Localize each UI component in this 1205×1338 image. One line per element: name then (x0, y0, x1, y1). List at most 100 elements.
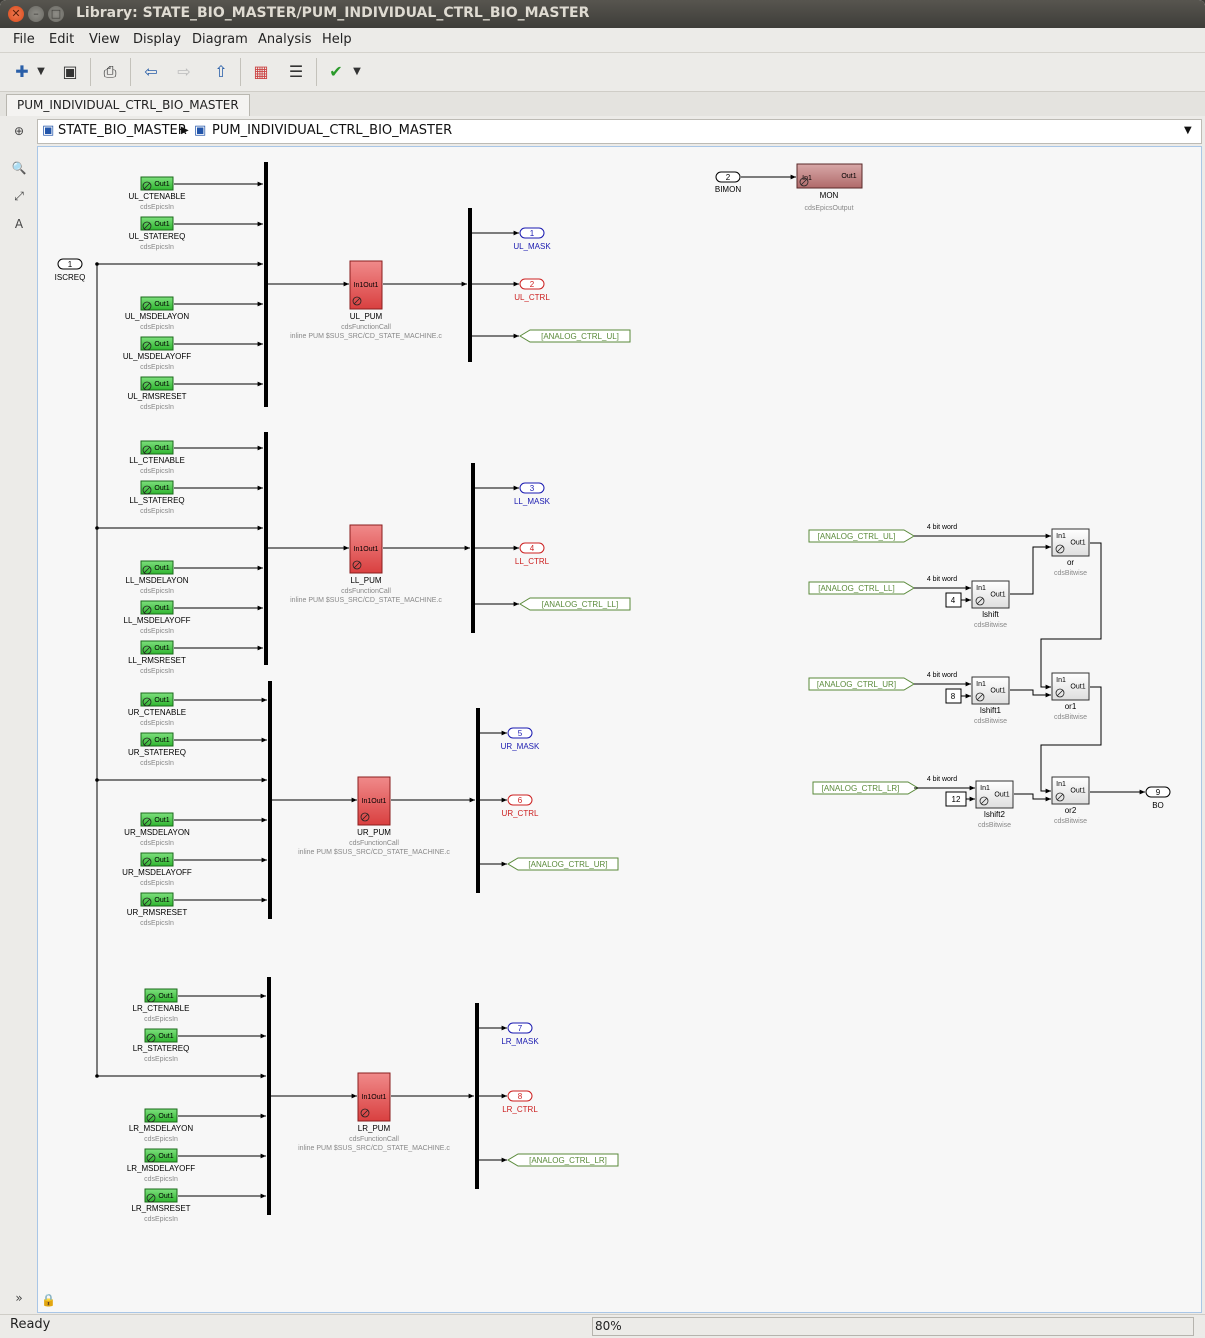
block-lib-label: cdsBitwise (974, 718, 1007, 725)
expand-icon[interactable]: » (15, 1291, 23, 1305)
epics-in-block (140, 812, 174, 827)
tab-model[interactable]: PUM_INDIVIDUAL_CTRL_BIO_MASTER (6, 94, 250, 116)
branch-point (95, 1074, 99, 1078)
up-arrow-icon[interactable]: ⇧ (214, 62, 228, 81)
from-tag-label: [ANALOG_CTRL_LL] (818, 584, 894, 593)
ctrl-output-label: UR_CTRL (502, 809, 539, 818)
block-desc-label: inline PUM $SUS_SRC/CD_STATE_MACHINE.c (290, 597, 442, 604)
epics-in-name: LL_CTENABLE (129, 456, 185, 465)
link-icon (142, 485, 152, 495)
epics-in-block (140, 560, 174, 575)
block-port-label: Out1 (1070, 540, 1085, 547)
pum-function-block (357, 776, 391, 826)
from-tag (808, 677, 915, 691)
block-port-label: In1 (976, 585, 986, 592)
library-browser-icon[interactable]: ▦ (253, 62, 269, 81)
mask-output-label: LL_MASK (514, 497, 551, 506)
bitwise-block (1051, 672, 1090, 701)
new-model-icon[interactable]: ✚ (15, 62, 29, 81)
block-lib-label: cdsEpicsIn (140, 324, 174, 331)
link-icon (142, 381, 152, 391)
toolbar: ✚ ▼ ▣ ⎙ ⇦ ⇨ ⇧ ▦ ☰ ✔ ▼ (0, 53, 1205, 92)
menu-help[interactable]: Help (322, 32, 352, 47)
chevron-down-icon[interactable]: ▼ (353, 66, 361, 77)
breadcrumb-parent[interactable]: STATE_BIO_MASTER (58, 123, 187, 138)
zoom-level: 80% (592, 1317, 1194, 1336)
block-lib-label: cdsEpicsIn (140, 508, 174, 515)
link-icon (143, 858, 151, 866)
menu-analysis[interactable]: Analysis (258, 32, 312, 47)
block-port-label: In1Out1 (354, 282, 379, 289)
minimize-icon[interactable]: – (28, 6, 44, 22)
block-port-label: Out1 (841, 173, 856, 180)
fit-to-view-icon[interactable]: ⤢ (14, 189, 24, 203)
port-number: 1 (68, 260, 73, 269)
block-name: lshift2 (984, 810, 1005, 819)
link-icon (1055, 544, 1065, 554)
model-icon: ▣ (42, 123, 55, 138)
close-icon[interactable]: ✕ (8, 6, 24, 22)
link-icon (1055, 792, 1065, 802)
link-icon (361, 813, 369, 821)
zoom-icon[interactable]: 🔍 (11, 161, 27, 175)
print-icon[interactable]: ⎙ (103, 62, 117, 81)
ctrl-output-port (519, 542, 545, 554)
mux-bar (267, 977, 271, 1215)
block-port-label: Out1 (158, 1113, 173, 1120)
block-name: or1 (1065, 702, 1077, 711)
epics-in-block (140, 176, 174, 191)
link-icon (142, 605, 152, 615)
block-port-label: Out1 (154, 445, 169, 452)
epics-in-name: UR_MSDELAYOFF (122, 868, 192, 877)
forward-arrow-icon[interactable]: ⇨ (177, 62, 191, 81)
block-port-label: Out1 (990, 592, 1005, 599)
chevron-down-icon[interactable]: ▼ (37, 66, 45, 77)
model-explorer-icon[interactable]: ☰ (288, 62, 304, 81)
block-port-label: In1 (1056, 781, 1066, 788)
link-icon (1056, 689, 1064, 697)
address-bar[interactable]: ▣ STATE_BIO_MASTER ▶ ▣ PUM_INDIVIDUAL_CT… (37, 119, 1202, 144)
block-lib-label: cdsFunctionCall (341, 324, 391, 331)
menu-view[interactable]: View (89, 32, 120, 47)
back-arrow-icon[interactable]: ⇦ (144, 62, 158, 81)
left-tool-palette: ⊕ 🔍 ⤢ A » (0, 118, 36, 1313)
branch-point (95, 526, 99, 530)
lock-icon[interactable]: 🔒 (41, 1293, 56, 1307)
save-icon[interactable]: ▣ (62, 62, 78, 81)
port-number: 1 (530, 229, 535, 238)
goto-tag (507, 1153, 619, 1167)
lshift2-to-or2-signal (1014, 793, 1051, 802)
breadcrumb-current[interactable]: PUM_INDIVIDUAL_CTRL_BIO_MASTER (212, 123, 453, 138)
ctrl-output-port (519, 278, 545, 290)
annotation-icon[interactable]: A (14, 217, 24, 231)
block-lib-label: cdsEpicsIn (140, 588, 174, 595)
maximize-icon[interactable]: □ (48, 6, 64, 22)
menu-diagram[interactable]: Diagram (192, 32, 248, 47)
check-icon[interactable]: ✔ (329, 62, 343, 81)
hide-explorer-icon[interactable]: ⊕ (13, 124, 25, 138)
menu-edit[interactable]: Edit (49, 32, 75, 47)
link-icon (143, 738, 151, 746)
menu-file[interactable]: File (13, 32, 35, 47)
iscreq-port (57, 258, 83, 270)
menu-display[interactable]: Display (133, 32, 181, 47)
pum-name: LL_PUM (350, 576, 381, 585)
link-icon (142, 181, 152, 191)
link-icon (143, 342, 151, 350)
epics-in-name: LR_CTENABLE (133, 1004, 190, 1013)
bus-width-label: 4 bit word (927, 524, 957, 531)
lshift1-to-or1-signal (1010, 689, 1051, 698)
link-icon (143, 818, 151, 826)
block-lib-label: cdsFunctionCall (341, 588, 391, 595)
port-number: 4 (530, 544, 535, 553)
block-desc-label: inline PUM $SUS_SRC/CD_STATE_MACHINE.c (298, 849, 450, 856)
block-port-label: Out1 (154, 817, 169, 824)
link-icon (142, 645, 152, 655)
epics-in-name: UR_STATEREQ (128, 748, 186, 757)
mask-output-port (519, 227, 545, 239)
link-icon (143, 486, 151, 494)
chevron-down-icon[interactable]: ▼ (1184, 125, 1192, 136)
block-port-label: In1 (1056, 677, 1066, 684)
from-tag (808, 529, 915, 543)
